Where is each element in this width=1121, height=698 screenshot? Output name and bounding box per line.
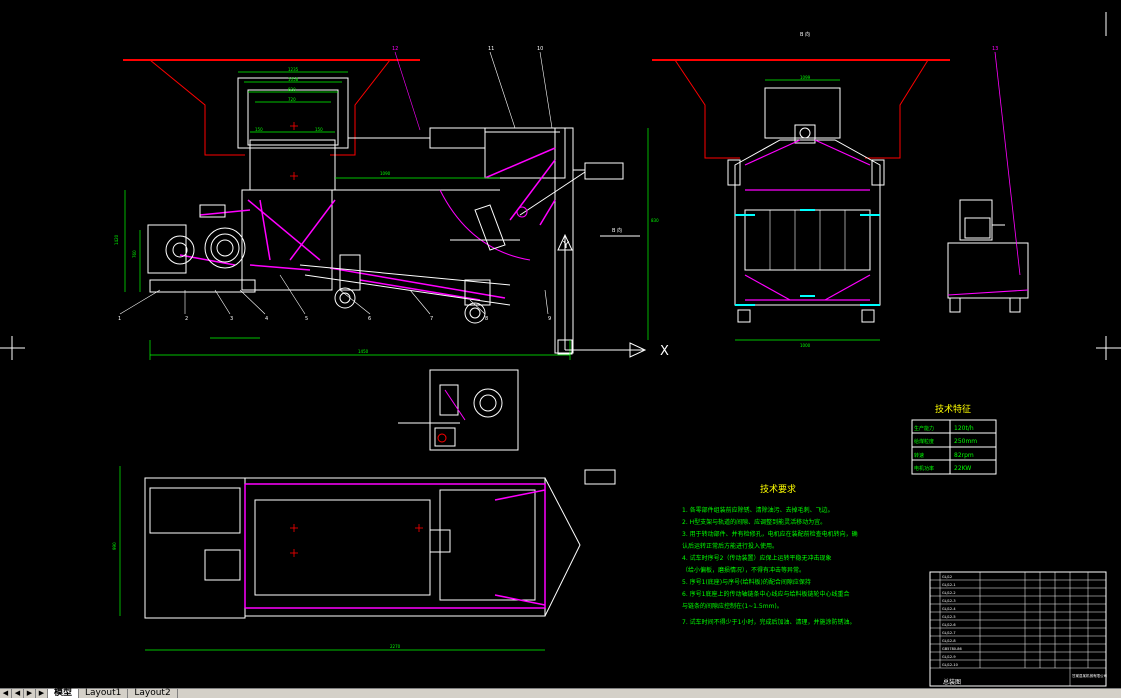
dim-1058: 1058 [288, 77, 299, 82]
tb-row-8: GLJ12-8 [942, 639, 956, 643]
tb-row-4: GLJ12-4 [942, 607, 956, 611]
title-block: GLJ12 GLJ12-1 GLJ12-2 GLJ12-3 GLJ12-4 GL… [929, 571, 1107, 687]
dim-1235: 1235 [288, 67, 299, 72]
dim-side-bottom: 1000 [800, 343, 811, 348]
tb-row-11: GLJ12-10 [942, 663, 958, 667]
spec-label-2: 转速 [914, 452, 924, 459]
dim-side: 1099 [800, 75, 811, 80]
prev-tab-icon[interactable]: ◀ [12, 689, 24, 698]
spec-value-3: 22KW [954, 465, 971, 472]
dim-height-left: 1420 [114, 234, 119, 245]
req-line-9: 7. 试车时间不得少于1小时，完成后加油、清理，并施涂防锈油。 [682, 618, 855, 626]
req-line-8: 与链条的间隙应控制在(1~1.5mm)。 [682, 602, 783, 610]
part-6: 6 [368, 316, 371, 322]
tech-specs-table: 技术特征 生产能力 给煤粒度 转速 电机功率 120t/h 250mm 82rp… [911, 403, 997, 475]
callout-12: 12 [392, 46, 398, 52]
tb-row-10: GLJ12-9 [942, 655, 956, 659]
dim-mid: 760 [132, 250, 137, 258]
axis-y-label: Y [562, 240, 570, 251]
tb-row-7: GLJ12-7 [942, 631, 956, 635]
tb-row-9: GB5780-86 [942, 647, 962, 651]
axis-x-label: X [660, 344, 669, 359]
req-line-2: 3. 用于转动部件、并有检修孔，电机应在装配前检查电机转向，确 [682, 530, 858, 538]
part-2: 2 [185, 316, 188, 322]
tab-layout2[interactable]: Layout2 [128, 689, 178, 698]
side-view: B 向 1099 [652, 31, 1029, 348]
tb-row-2: GLJ12-2 [942, 591, 956, 595]
tb-row-1: GLJ12-1 [942, 583, 956, 587]
spec-value-0: 120t/h [954, 425, 974, 432]
company-name: 甘棠县某机械有限公司 [1072, 673, 1107, 678]
part-9: 9 [548, 316, 551, 322]
tech-requirements: 技术要求 1. 各零部件组装前应除锈、清除油污、去掉毛刺、飞边。 2. H型支架… [682, 483, 858, 626]
part-4: 4 [265, 316, 268, 322]
requirements-title: 技术要求 [760, 483, 796, 495]
dim-width: 2270 [390, 644, 401, 649]
dim-right: 830 [651, 218, 659, 223]
spec-label-0: 生产能力 [914, 425, 934, 432]
callout-10: 10 [537, 46, 543, 52]
part-3: 3 [230, 316, 233, 322]
req-line-6: 5. 序号1(底座)与序号(给料板)的配合间隙应保持 [682, 578, 811, 586]
last-tab-icon[interactable]: ▶ [36, 689, 48, 698]
spec-value-2: 82rpm [954, 452, 974, 459]
req-line-5: （给小偏板，磨损情况），不得有冲击等异常。 [682, 566, 805, 574]
plan-view: 2270 990 [112, 466, 616, 651]
part-5: 5 [305, 316, 308, 322]
dim-150b: 150 [315, 127, 323, 132]
dim-720: 720 [288, 97, 296, 102]
layout-tab-bar: ◀ ◀ ▶ ▶ 模型 Layout1 Layout2 [0, 688, 1121, 698]
callout-11: 11 [488, 46, 494, 52]
view-arrow-b: B 向 [612, 227, 622, 234]
front-view: 1235 1058 820 720 150 150 1090 [114, 46, 669, 360]
tb-row-5: GLJ12-5 [942, 615, 956, 619]
first-tab-icon[interactable]: ◀ [0, 689, 12, 698]
tb-row-3: GLJ12-3 [942, 599, 956, 603]
req-line-4: 4. 试车时序号2（传动装置）应保上运转平稳无冲击现象 [682, 554, 831, 562]
part-7: 7 [430, 316, 433, 322]
dim-150a: 150 [255, 127, 263, 132]
req-line-3: 认后运转正常后方能进行投入使用。 [682, 542, 778, 550]
callout-13: 13 [992, 46, 998, 52]
tb-row-0: GLJ12 [942, 575, 952, 579]
dim-1090: 1090 [380, 171, 391, 176]
spec-value-1: 250mm [954, 438, 977, 445]
tab-model[interactable]: 模型 [48, 689, 80, 698]
next-tab-icon[interactable]: ▶ [24, 689, 36, 698]
req-line-0: 1. 各零部件组装前应除锈、清除油污、去掉毛刺、飞边。 [682, 506, 834, 514]
dim-820: 820 [288, 87, 296, 92]
part-1: 1 [118, 316, 121, 322]
tech-specs-title: 技术特征 [935, 403, 971, 415]
detail-view [398, 369, 519, 451]
dim-total: 1450 [358, 349, 369, 354]
tab-layout1[interactable]: Layout1 [79, 689, 129, 698]
spec-label-3: 电机功率 [914, 465, 934, 472]
dim-plan-height: 990 [112, 542, 117, 550]
req-line-1: 2. H型支架与轨道的间隙、应调整到能灵活移动为宜。 [682, 518, 826, 526]
spec-label-1: 给煤粒度 [914, 438, 934, 445]
tb-row-6: GLJ12-6 [942, 623, 956, 627]
side-view-label: B 向 [800, 31, 810, 38]
drawing-name: 总装图 [943, 678, 961, 686]
req-line-7: 6. 序号1底座上的传动轴链条中心线应与给料板链轮中心线重合 [682, 590, 849, 598]
part-8: 8 [485, 316, 488, 322]
